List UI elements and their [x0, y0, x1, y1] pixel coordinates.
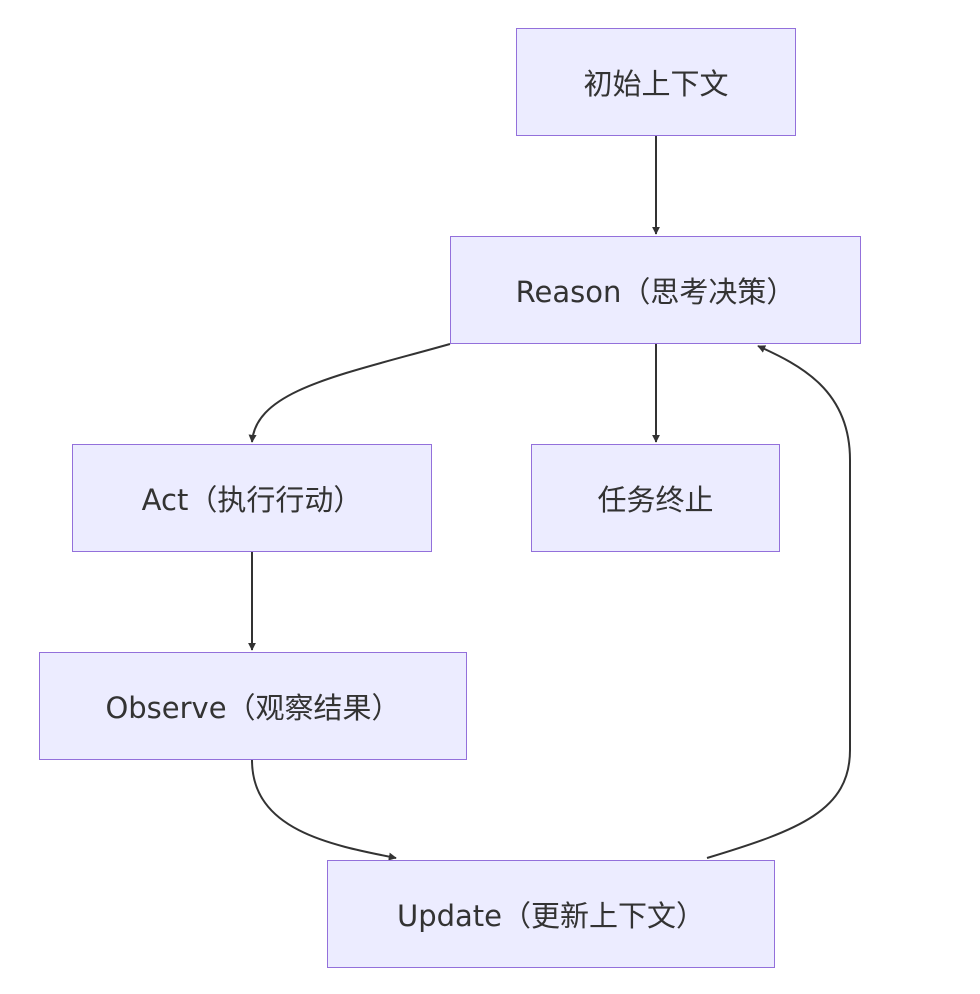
node-task-end: 任务终止	[531, 444, 780, 552]
node-update: Update（更新上下文）	[327, 860, 775, 968]
node-reason: Reason（思考决策）	[450, 236, 861, 344]
edge-reason-to-act	[248, 343, 451, 443]
node-observe: Observe（观察结果）	[39, 652, 467, 760]
node-initial-context: 初始上下文	[516, 28, 796, 136]
node-act: Act（执行行动）	[72, 444, 432, 552]
edge-update-to-reason	[706, 345, 851, 859]
edge-observe-to-update	[251, 759, 397, 861]
